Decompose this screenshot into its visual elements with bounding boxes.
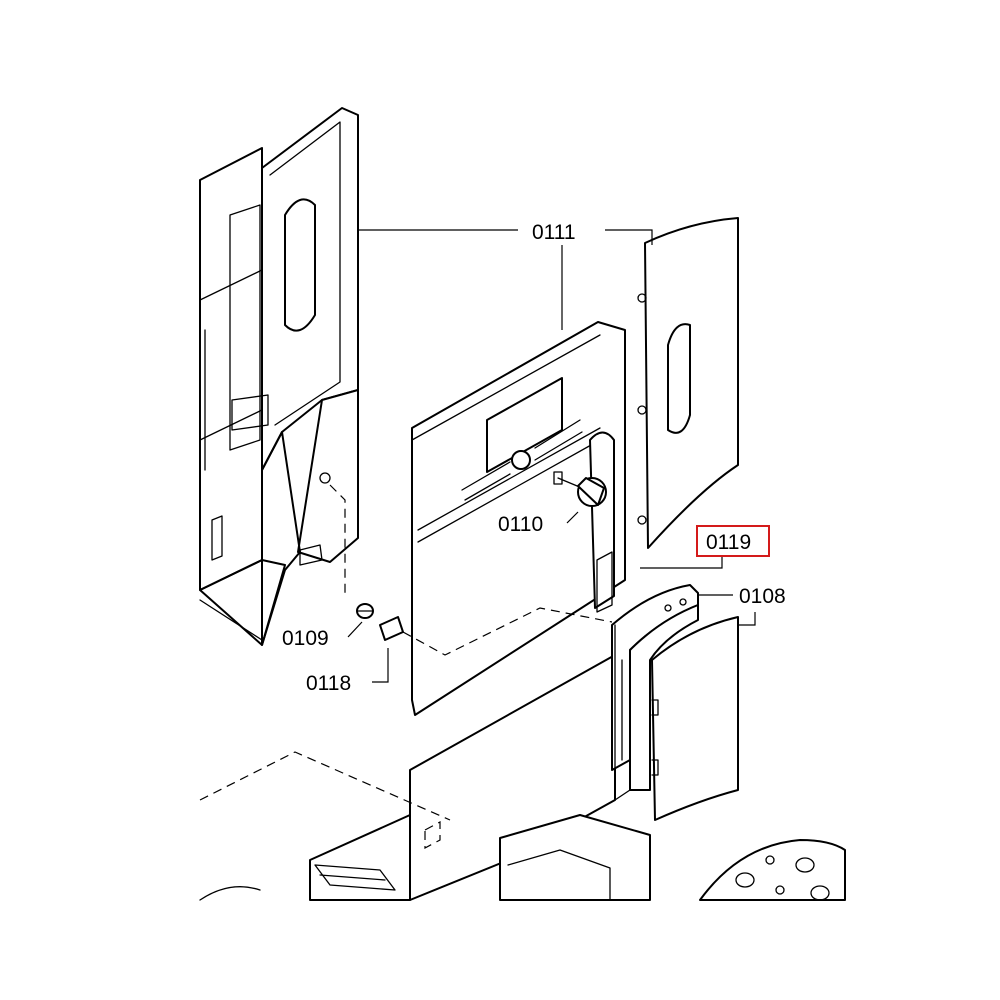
leader-0108-lower <box>738 612 756 626</box>
front-control-panel <box>411 321 626 716</box>
leader-0111-right <box>605 229 653 245</box>
leader-0110 <box>566 511 579 524</box>
side-clip-panel <box>651 616 739 821</box>
right-cover-panel <box>637 217 739 549</box>
guide-0109 <box>329 484 346 598</box>
leader-0119 <box>640 557 723 569</box>
guide-0118 <box>402 607 613 656</box>
rear-side-panel <box>229 107 359 646</box>
label-0109: 0109 <box>282 627 329 650</box>
leader-0118 <box>372 648 389 683</box>
knob-0110 <box>553 471 607 507</box>
label-0111: 0111 <box>532 221 576 244</box>
label-0119: 0119 <box>706 531 751 554</box>
label-0108: 0108 <box>739 585 786 608</box>
label-0118: 0118 <box>306 672 351 695</box>
label-0110: 0110 <box>498 513 543 536</box>
highlight-box-0119 <box>696 525 770 557</box>
leader-0109 <box>347 621 363 638</box>
small-part-0118 <box>379 616 404 641</box>
guide-base-small <box>424 821 441 849</box>
small-part-0109 <box>356 603 374 619</box>
lower-base <box>199 654 846 901</box>
guide-base-left <box>199 751 451 821</box>
side-bracket-0108 <box>611 584 699 801</box>
